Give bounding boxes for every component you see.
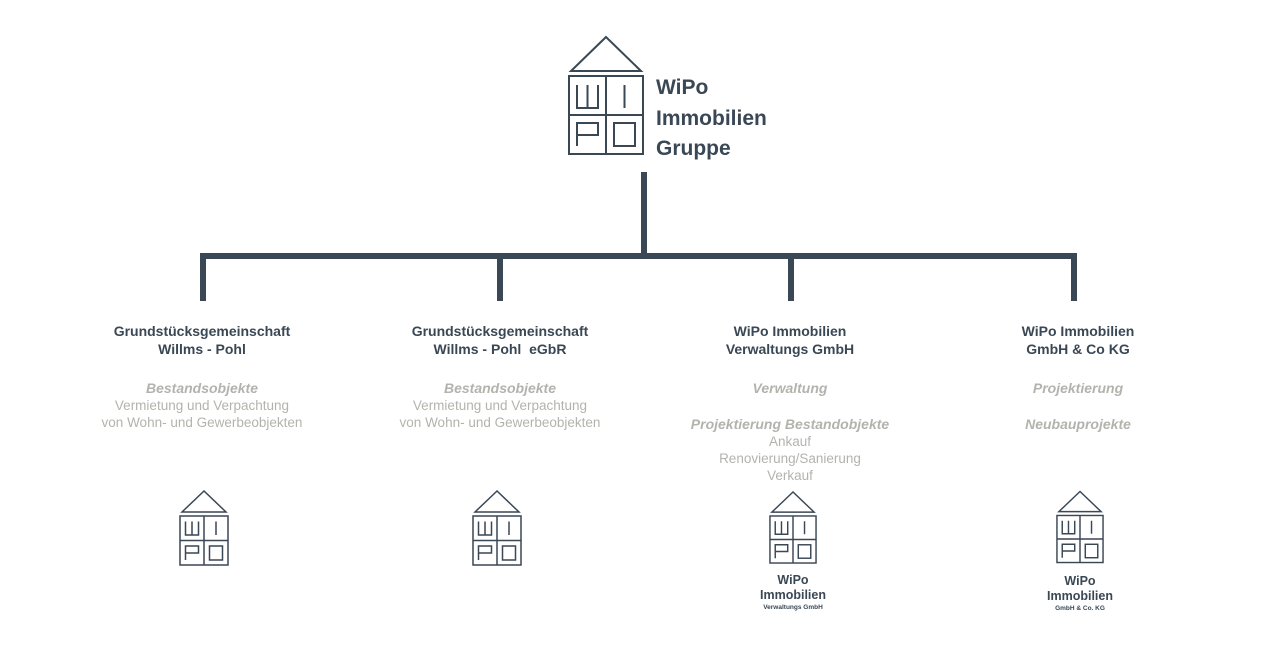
service-heading: Projektierung Bestandobjekte — [690, 416, 890, 432]
caption-line: WiPo — [777, 573, 809, 587]
entity-title-line: WiPo Immobilien — [733, 323, 847, 339]
service-line: Vermietung und Verpachtung — [412, 398, 588, 413]
wipo-group-logo — [568, 35, 644, 155]
service-heading: Neubauprojekte — [1025, 416, 1131, 432]
spacer — [660, 397, 920, 415]
service-line: von Wohn- und Gewerbeobjekten — [101, 415, 303, 430]
entity-description: Projektierung Neubauprojekte — [948, 379, 1208, 433]
service-line: von Wohn- und Gewerbeobjekten — [399, 415, 601, 430]
entity-title-line: Willms - Pohl — [158, 341, 246, 357]
entity-title-line: GmbH & Co KG — [1026, 341, 1130, 357]
entity-description: Verwaltung Projektierung Bestandobjekte … — [660, 379, 920, 484]
caption-subline: GmbH & Co. KG — [1055, 605, 1105, 612]
entity-column: WiPo Immobilien Verwaltungs GmbH Verwalt… — [660, 322, 920, 484]
connector-trunk — [641, 172, 647, 258]
entity-column: Grundstücksgemeinschaft Willms - Pohl Be… — [72, 322, 332, 431]
wipo-logo-small — [769, 491, 817, 564]
connector-branch-3 — [788, 253, 794, 301]
service-heading: Bestandsobjekte — [443, 380, 557, 396]
logo-caption: WiPo Immobilien Verwaltungs GmbH — [733, 573, 853, 613]
entity-description: Bestandsobjekte Vermietung und Verpachtu… — [72, 379, 332, 431]
brand-line-1: WiPo — [656, 76, 709, 99]
caption-line: Immobilien — [760, 588, 826, 602]
brand-line-2: Immobilien — [656, 107, 767, 130]
logo-caption: WiPo Immobilien GmbH & Co. KG — [1020, 574, 1140, 614]
brand-name: WiPo Immobilien Gruppe — [656, 77, 767, 160]
brand-line-3: Gruppe — [656, 137, 731, 160]
service-line: Verkauf — [767, 468, 813, 483]
service-heading: Verwaltung — [752, 380, 828, 396]
service-line: Ankauf — [768, 434, 812, 449]
wipo-logo-small — [179, 490, 229, 566]
connector-horizontal — [200, 253, 1077, 259]
entity-title-line: Verwaltungs GmbH — [725, 341, 855, 357]
entity-title-line: WiPo Immobilien — [1021, 323, 1135, 339]
wipo-logo-small — [472, 490, 522, 566]
caption-line: Immobilien — [1047, 589, 1113, 603]
service-line: Vermietung und Verpachtung — [114, 398, 290, 413]
connector-branch-1 — [200, 253, 206, 301]
entity-title-line: Grundstücksgemeinschaft — [411, 323, 589, 339]
wipo-logo-small — [1056, 490, 1104, 564]
connector-branch-2 — [497, 253, 503, 301]
entity-title-line: Grundstücksgemeinschaft — [113, 323, 291, 339]
entity-title-line: Willms - Pohl eGbR — [433, 341, 567, 357]
entity-description: Bestandsobjekte Vermietung und Verpachtu… — [370, 379, 630, 431]
entity-column: WiPo Immobilien GmbH & Co KG Projektieru… — [948, 322, 1208, 433]
service-heading: Projektierung — [1032, 380, 1124, 396]
spacer — [948, 397, 1208, 415]
service-line: Renovierung/Sanierung — [719, 451, 861, 466]
entity-column: Grundstücksgemeinschaft Willms - Pohl eG… — [370, 322, 630, 431]
connector-branch-4 — [1071, 253, 1077, 301]
caption-subline: Verwaltungs GmbH — [763, 604, 823, 611]
service-heading: Bestandsobjekte — [145, 380, 259, 396]
caption-line: WiPo — [1064, 574, 1096, 588]
